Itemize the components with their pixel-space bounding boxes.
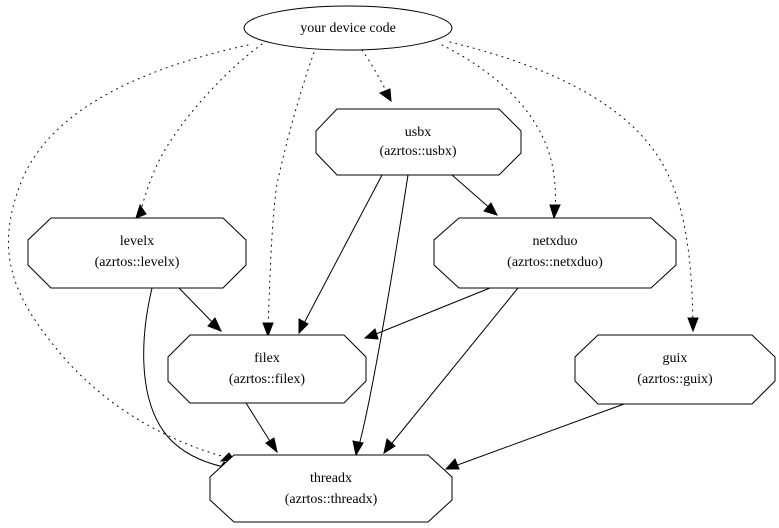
node-device-code[interactable]: your device code (243, 5, 453, 51)
node-threadx-label: threadx (310, 471, 352, 486)
edge-usbx-to-threadx (352, 174, 409, 457)
edge-netxduo-to-threadx (383, 287, 519, 455)
node-netxduo-label: netxduo (532, 234, 577, 249)
node-filex-label: filex (254, 351, 280, 366)
node-usbx-namespace: (azrtos::usbx) (380, 144, 457, 159)
edge-usbx-to-netxduo (451, 174, 498, 216)
node-filex-shape[interactable] (167, 334, 367, 404)
edge-levelx-to-filex (178, 287, 222, 332)
node-levelx-namespace: (azrtos::levelx) (95, 255, 180, 270)
node-netxduo-shape[interactable] (433, 217, 677, 289)
node-layer: your device code usbx (azrtos::usbx) lev… (27, 5, 776, 523)
node-netxduo[interactable]: netxduo (azrtos::netxduo) (433, 217, 677, 289)
edge-device-to-guix (449, 41, 699, 333)
node-usbx-label: usbx (405, 125, 431, 140)
edge-device-to-usbx (361, 49, 392, 103)
node-guix[interactable]: guix (azrtos::guix) (574, 334, 776, 405)
node-filex-namespace: (azrtos::filex) (229, 372, 306, 387)
node-device-code-shape[interactable] (243, 5, 453, 51)
node-levelx[interactable]: levelx (azrtos::levelx) (27, 217, 247, 289)
node-threadx-shape[interactable] (209, 454, 453, 523)
node-usbx-shape[interactable] (315, 108, 522, 176)
node-levelx-shape[interactable] (27, 217, 247, 289)
edge-usbx-to-filex (298, 174, 383, 335)
node-guix-namespace: (azrtos::guix) (637, 372, 713, 387)
edge-netxduo-to-filex (363, 287, 491, 340)
edge-device-to-netxduo (441, 44, 561, 220)
node-device-code-label: your device code (300, 21, 396, 36)
node-usbx[interactable]: usbx (azrtos::usbx) (315, 108, 522, 176)
node-guix-shape[interactable] (574, 334, 776, 405)
edge-device-to-levelx (135, 43, 263, 219)
node-levelx-label: levelx (120, 234, 154, 249)
node-guix-label: guix (663, 351, 688, 366)
node-filex[interactable]: filex (azrtos::filex) (167, 334, 367, 404)
node-netxduo-namespace: (azrtos::netxduo) (507, 255, 603, 270)
edge-layer (8, 41, 699, 472)
edge-filex-to-threadx (245, 402, 278, 454)
edge-guix-to-threadx (444, 403, 625, 470)
node-threadx[interactable]: threadx (azrtos::threadx) (209, 454, 453, 523)
edge-device-to-filex (262, 46, 317, 338)
node-threadx-namespace: (azrtos::threadx) (285, 492, 378, 507)
